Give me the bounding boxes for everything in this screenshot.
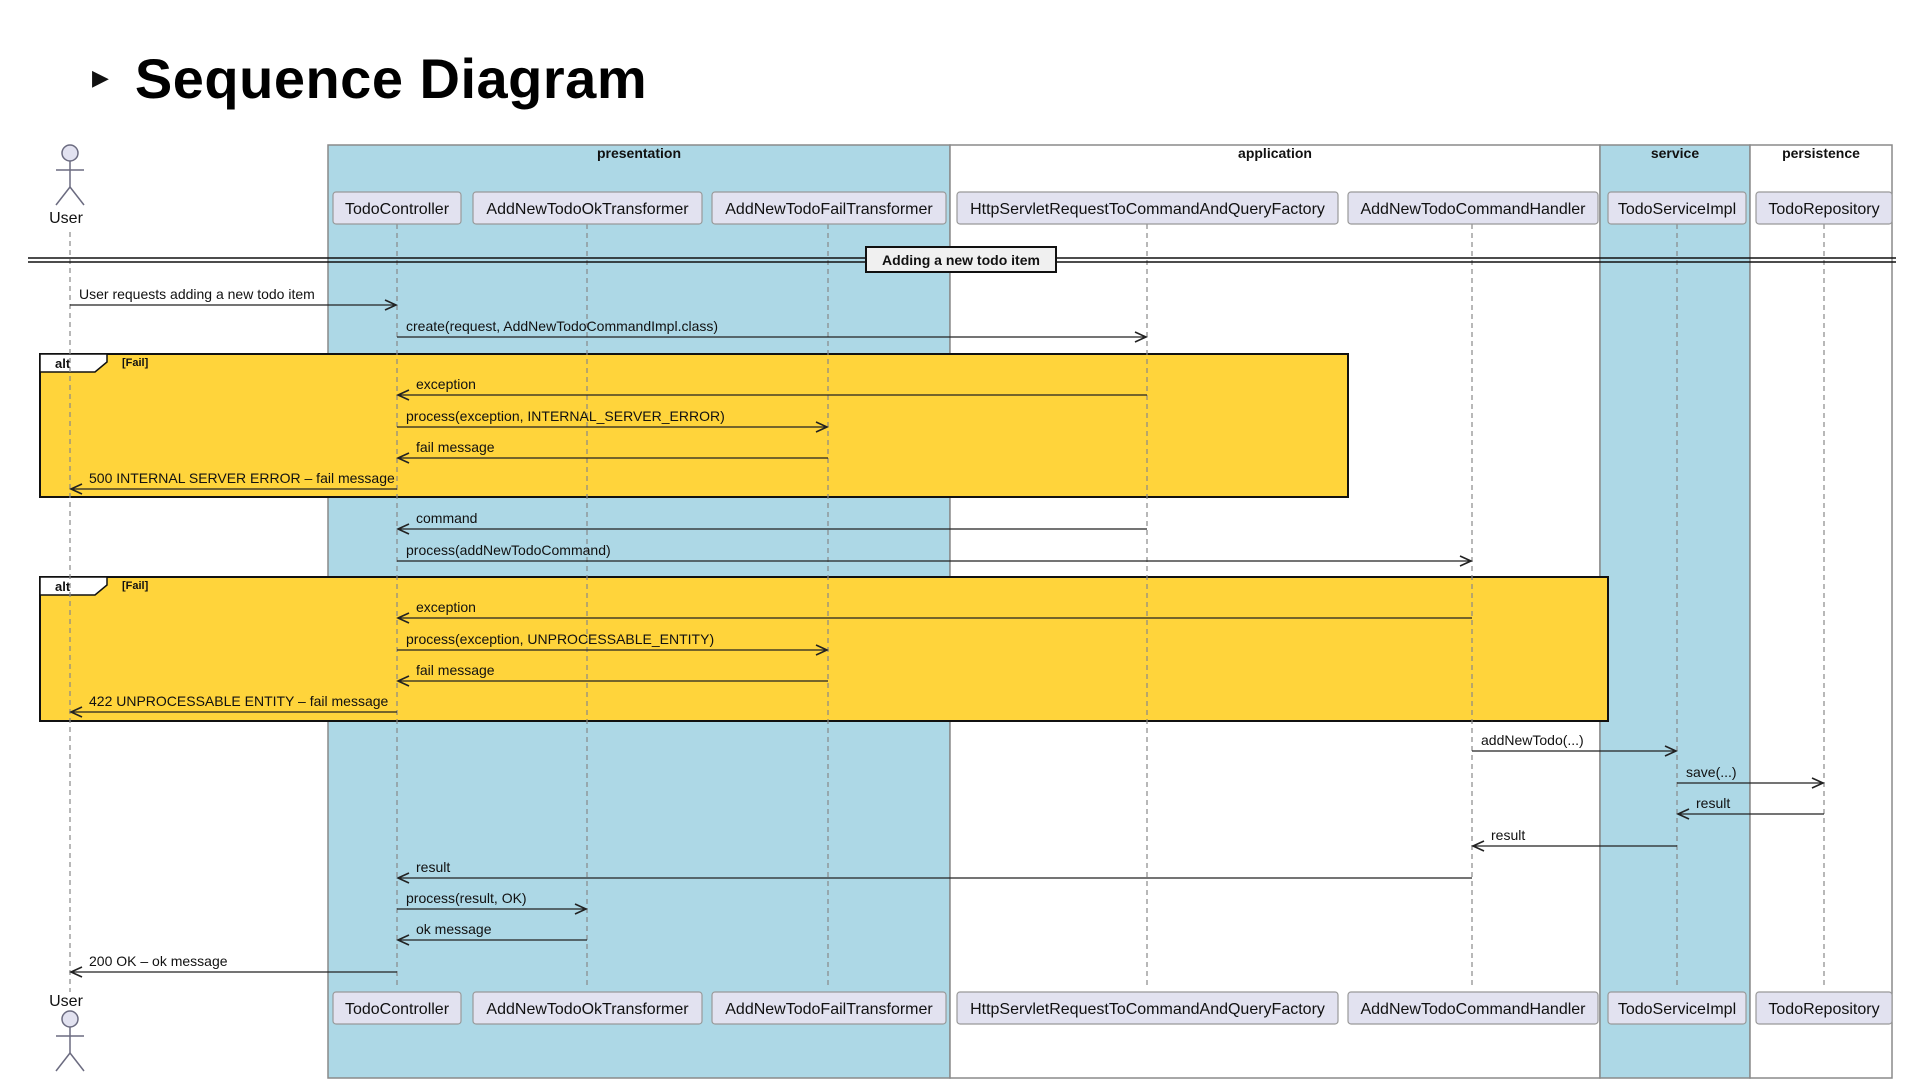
group-box-persistence [1749,144,1893,1079]
participant-label-factory-bottom: HttpServletRequestToCommandAndQueryFacto… [970,1001,1325,1018]
participant-box-ok-bottom [472,991,703,1025]
actor-label-bottom: User [49,993,83,1010]
message-label-result: result [416,859,450,875]
message-label-fail-message: fail message [416,439,495,455]
actor-right-leg-top [69,186,85,206]
message-arrowhead [396,389,410,401]
message-arrowhead [574,903,588,915]
group-label-persistence: persistence [1782,145,1860,161]
bullet-triangle-icon: ▶ [92,65,109,91]
actor-head-bottom [61,1010,79,1028]
participant-box-ok-top [472,191,703,225]
message-label-process-result-ok: process(result, OK) [406,890,527,906]
participant-box-controller-top [332,191,462,225]
actor-right-leg-bottom [69,1052,85,1072]
participant-label-service-top: TodoServiceImpl [1618,201,1736,218]
group-label-application: application [1238,145,1312,161]
message-label-500-internal-server-error-fail-message: 500 INTERNAL SERVER ERROR – fail message [89,470,395,486]
message-label-ok-message: ok message [416,921,492,937]
message-arrowhead [1459,555,1473,567]
message-arrowhead [69,966,83,978]
participant-box-service-bottom [1607,991,1747,1025]
divider-label: Adding a new todo item [882,252,1040,268]
message-arrowhead [396,872,410,884]
participant-box-fail-top [711,191,947,225]
message-arrowhead [1676,808,1690,820]
message-label-command: command [416,510,477,526]
message-arrowhead [815,421,829,433]
alt-fragment-guard: [Fail] [122,580,149,592]
actor-label-top: User [49,210,83,227]
message-label-422-unprocessable-entity-fail-message: 422 UNPROCESSABLE ENTITY – fail message [89,693,389,709]
message-arrowhead [396,452,410,464]
page-title: Sequence Diagram [134,46,648,110]
message-arrowhead [396,675,410,687]
participant-box-repo-top [1755,191,1893,225]
message-arrowhead [69,706,83,718]
message-label-save: save(...) [1686,764,1737,780]
message-arrowhead [1471,840,1485,852]
participant-label-fail-top: AddNewTodoFailTransformer [725,201,933,218]
message-arrowhead [1664,745,1678,757]
actor-left-leg-top [55,186,71,206]
group-label-presentation: presentation [597,145,681,161]
message-label-addnewtodo: addNewTodo(...) [1481,732,1584,748]
message-label-process-exception-internal-server-error: process(exception, INTERNAL_SERVER_ERROR… [406,408,725,424]
participant-label-controller-bottom: TodoController [345,1001,450,1018]
participant-box-service-top [1607,191,1747,225]
message-label-user-requests-adding-a-new-todo-item: User requests adding a new todo item [79,286,315,302]
participant-label-controller-top: TodoController [345,201,450,218]
group-label-service: service [1651,145,1699,161]
participant-box-handler-bottom [1347,991,1599,1025]
participant-box-factory-top [956,191,1339,225]
message-label-exception: exception [416,376,476,392]
alt-fragment-tab [39,576,108,596]
message-arrowhead [396,612,410,624]
message-arrowhead [384,299,398,311]
message-label-process-exception-unprocessable-entity: process(exception, UNPROCESSABLE_ENTITY) [406,631,714,647]
participant-label-ok-bottom: AddNewTodoOkTransformer [486,1001,689,1018]
participant-box-repo-bottom [1755,991,1893,1025]
divider-box [865,246,1057,273]
message-arrowhead [1134,331,1148,343]
message-label-result: result [1491,827,1525,843]
message-arrowhead [396,934,410,946]
participant-box-handler-top [1347,191,1599,225]
message-arrowhead [69,483,83,495]
participant-label-fail-bottom: AddNewTodoFailTransformer [725,1001,933,1018]
participant-label-ok-top: AddNewTodoOkTransformer [486,201,689,218]
alt-fragment [39,353,1349,498]
message-label-exception: exception [416,599,476,615]
message-label-process-addnewtodocommand: process(addNewTodoCommand) [406,542,611,558]
alt-fragment-keyword: alt [55,579,71,594]
alt-fragment-tab [39,353,108,373]
participant-box-controller-bottom [332,991,462,1025]
group-box-service [1599,144,1751,1079]
message-label-result: result [1696,795,1730,811]
message-arrowhead [1811,777,1825,789]
alt-fragment-keyword: alt [55,356,71,371]
actor-head-top [61,144,79,162]
message-arrowhead [815,644,829,656]
actor-left-leg-bottom [55,1052,71,1072]
participant-box-fail-bottom [711,991,947,1025]
participant-label-repo-bottom: TodoRepository [1768,1001,1879,1018]
participant-label-handler-top: AddNewTodoCommandHandler [1360,201,1586,218]
message-label-200-ok-ok-message: 200 OK – ok message [89,953,228,969]
participant-label-service-bottom: TodoServiceImpl [1618,1001,1736,1018]
message-arrowhead [396,523,410,535]
participant-box-factory-bottom [956,991,1339,1025]
slide-heading: ▶ Sequence Diagram [92,46,647,110]
message-label-create-request-addnewtodocommandimpl-class: create(request, AddNewTodoCommandImpl.cl… [406,318,718,334]
alt-fragment-guard: [Fail] [122,357,149,369]
participant-label-handler-bottom: AddNewTodoCommandHandler [1360,1001,1586,1018]
participant-label-factory-top: HttpServletRequestToCommandAndQueryFacto… [970,201,1325,218]
message-label-fail-message: fail message [416,662,495,678]
participant-label-repo-top: TodoRepository [1768,201,1879,218]
